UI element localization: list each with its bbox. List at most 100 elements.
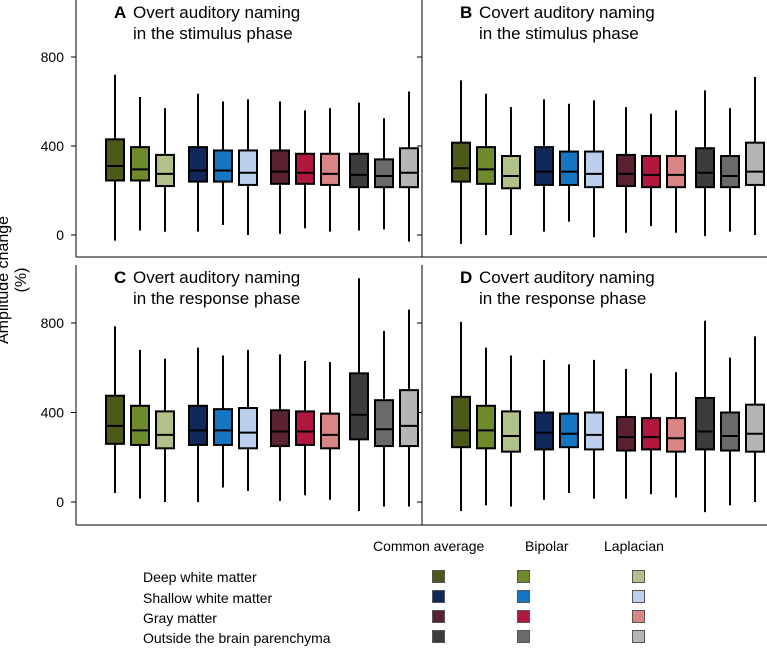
box-body bbox=[666, 155, 686, 189]
box-body bbox=[270, 149, 290, 185]
box-body bbox=[295, 152, 315, 185]
box-body bbox=[534, 146, 554, 186]
box-body bbox=[451, 395, 471, 449]
box-b-0 bbox=[451, 80, 471, 244]
box-d-6 bbox=[616, 368, 636, 499]
box-c-6 bbox=[270, 354, 290, 501]
box-d-1 bbox=[476, 347, 496, 506]
box-a-8 bbox=[320, 108, 340, 232]
box-body bbox=[213, 408, 233, 446]
legend-swatch bbox=[632, 590, 645, 603]
box-c-1 bbox=[130, 349, 150, 499]
box-c-3 bbox=[188, 347, 208, 502]
box-c-2 bbox=[155, 358, 175, 502]
legend-swatch bbox=[432, 610, 445, 623]
box-b-9 bbox=[695, 90, 715, 237]
box-a-5 bbox=[238, 99, 258, 235]
box-d-9 bbox=[695, 320, 715, 513]
box-body bbox=[451, 141, 471, 183]
box-body bbox=[374, 158, 394, 189]
y-axis-label: Amplitude change (%) bbox=[0, 215, 30, 345]
box-b-2 bbox=[501, 107, 521, 235]
box-c-9 bbox=[349, 278, 369, 511]
panel-subtitle: in the response phase bbox=[479, 289, 646, 308]
panel-subtitle: in the stimulus phase bbox=[479, 24, 639, 43]
box-d-11 bbox=[745, 336, 765, 502]
box-d-2 bbox=[501, 355, 521, 507]
box-b-8 bbox=[666, 110, 686, 233]
box-body bbox=[130, 404, 150, 446]
box-body bbox=[399, 389, 419, 448]
legend-swatch bbox=[517, 630, 530, 643]
box-body bbox=[105, 138, 125, 182]
y-tick-label: 400 bbox=[41, 138, 65, 154]
box-c-0 bbox=[105, 326, 125, 494]
box-body bbox=[213, 149, 233, 183]
box-b-5 bbox=[584, 100, 604, 238]
legend-row-shallow-white-matter: Shallow white matter bbox=[143, 590, 273, 606]
box-body bbox=[720, 411, 740, 452]
box-c-7 bbox=[295, 361, 315, 496]
box-body bbox=[641, 417, 661, 451]
box-body bbox=[745, 403, 765, 453]
panel-letter: C bbox=[114, 268, 126, 287]
box-c-4 bbox=[213, 355, 233, 488]
box-d-4 bbox=[559, 364, 579, 494]
box-a-4 bbox=[213, 101, 233, 225]
box-a-7 bbox=[295, 110, 315, 229]
box-body bbox=[476, 404, 496, 450]
box-body bbox=[501, 410, 521, 453]
box-body bbox=[270, 409, 290, 448]
box-body bbox=[320, 412, 340, 450]
box-body bbox=[641, 155, 661, 189]
panel-title: Overt auditory naming bbox=[133, 268, 300, 287]
box-body bbox=[374, 399, 394, 448]
box-b-3 bbox=[534, 99, 554, 232]
box-d-0 bbox=[451, 321, 471, 511]
box-b-1 bbox=[476, 93, 496, 235]
legend-swatch bbox=[432, 570, 445, 583]
box-body bbox=[155, 153, 175, 188]
box-d-3 bbox=[534, 359, 554, 500]
box-c-11 bbox=[399, 309, 419, 507]
box-b-4 bbox=[559, 103, 579, 222]
legend-swatch bbox=[632, 610, 645, 623]
legend-swatch bbox=[517, 590, 530, 603]
box-d-5 bbox=[584, 359, 604, 499]
box-body bbox=[238, 407, 258, 450]
box-body bbox=[349, 372, 369, 441]
box-a-1 bbox=[130, 97, 150, 231]
box-body bbox=[238, 149, 258, 186]
box-a-9 bbox=[349, 102, 369, 231]
box-b-10 bbox=[720, 108, 740, 232]
legend-column-common-average: Common average bbox=[373, 538, 485, 554]
box-body bbox=[616, 415, 636, 452]
panel-title: Overt auditory naming bbox=[133, 3, 300, 22]
legend-swatch bbox=[517, 570, 530, 583]
box-body bbox=[584, 150, 604, 189]
y-tick-label: 800 bbox=[41, 49, 65, 65]
legend-swatch bbox=[632, 570, 645, 583]
legend-swatch bbox=[432, 590, 445, 603]
box-d-7 bbox=[641, 373, 661, 495]
box-a-3 bbox=[188, 93, 208, 232]
panel-title: Covert auditory naming bbox=[479, 3, 655, 22]
box-body bbox=[584, 411, 604, 451]
box-body bbox=[616, 153, 636, 188]
box-body bbox=[534, 411, 554, 451]
box-a-10 bbox=[374, 118, 394, 230]
y-tick-label: 0 bbox=[56, 227, 64, 243]
panel-letter: A bbox=[114, 3, 126, 22]
panel-title: Covert auditory naming bbox=[479, 268, 655, 287]
legend-column-laplacian: Laplacian bbox=[604, 538, 664, 554]
box-c-10 bbox=[374, 330, 394, 507]
box-b-6 bbox=[616, 107, 636, 233]
box-body bbox=[130, 146, 150, 182]
panel-subtitle: in the response phase bbox=[133, 289, 300, 308]
box-d-10 bbox=[720, 357, 740, 506]
legend-swatch bbox=[517, 610, 530, 623]
box-body bbox=[559, 412, 579, 449]
legend-row-outside-brain: Outside the brain parenchyma bbox=[143, 630, 331, 646]
